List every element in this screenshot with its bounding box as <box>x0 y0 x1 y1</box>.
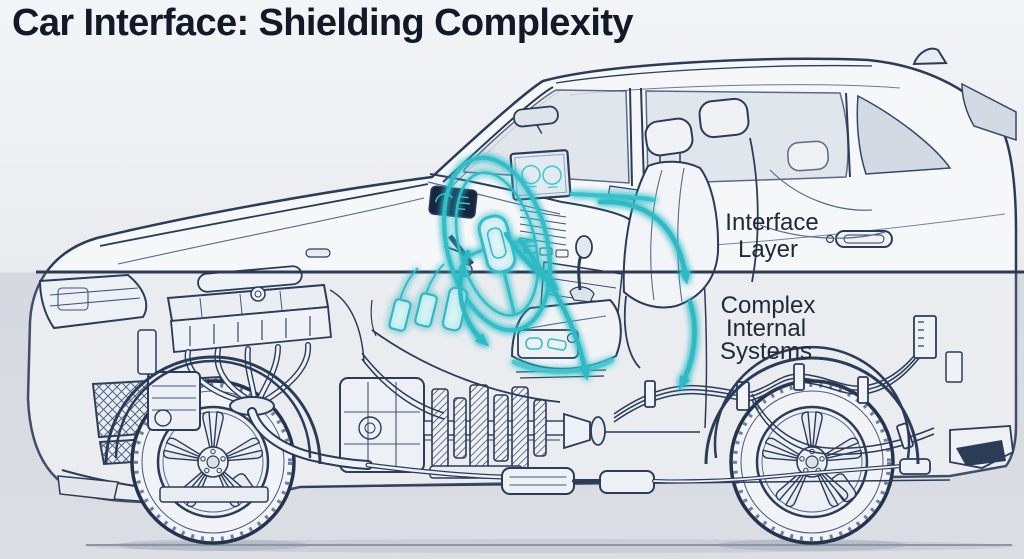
passenger-seat <box>698 97 759 283</box>
rearview-mirror <box>513 105 559 134</box>
complex-systems-label-line1: Complex <box>721 292 816 319</box>
gear-shifter <box>569 235 595 303</box>
front-wheel-arch <box>104 355 322 465</box>
pedals <box>388 263 469 332</box>
instrument-cluster <box>428 185 478 219</box>
steering-wheel <box>442 155 552 333</box>
rear-wheel-arch <box>704 345 920 465</box>
transmission <box>339 377 606 479</box>
interface-highlights <box>388 155 697 391</box>
dashboard-strip-highlight <box>570 192 656 202</box>
harness-front-branch <box>361 352 445 420</box>
arrow-door-to-underbody <box>678 299 697 391</box>
rear-bumper <box>949 425 1014 469</box>
seat-base-highlight <box>511 357 615 375</box>
interface-layer-label: Interface Layer <box>725 209 818 263</box>
interface-layer-label-line2: Layer <box>738 236 798 263</box>
complex-systems-label-line3: Systems <box>720 338 812 365</box>
infotainment-screen <box>509 149 572 201</box>
page-title: Car Interface: Shielding Complexity <box>12 2 634 44</box>
exhaust-system <box>247 407 931 495</box>
hood-lines <box>99 183 429 265</box>
headlight <box>38 273 148 330</box>
arrow-dashboard-to-door <box>597 199 691 285</box>
rear-glass <box>961 82 1017 142</box>
quarter-window <box>856 94 952 175</box>
complex-systems-label-line2: Internal <box>726 315 806 342</box>
rear-door-handle <box>825 230 893 248</box>
arrow-console-to-underbody <box>517 237 591 381</box>
fog-inlet <box>57 475 119 501</box>
b-pillar <box>629 87 645 187</box>
antenna-fin-icon <box>912 47 948 66</box>
side-marker <box>305 248 331 258</box>
interface-layer-label-line1: Interface <box>725 209 818 236</box>
junction-boxes <box>913 315 963 383</box>
rear-seat <box>759 140 886 239</box>
data-flow-arrows <box>457 199 697 391</box>
seat-control-panel <box>517 329 579 359</box>
engine-block <box>137 265 365 431</box>
complex-systems-label: Complex Internal Systems <box>720 292 815 365</box>
arrow-steering-to-floor <box>457 249 490 347</box>
